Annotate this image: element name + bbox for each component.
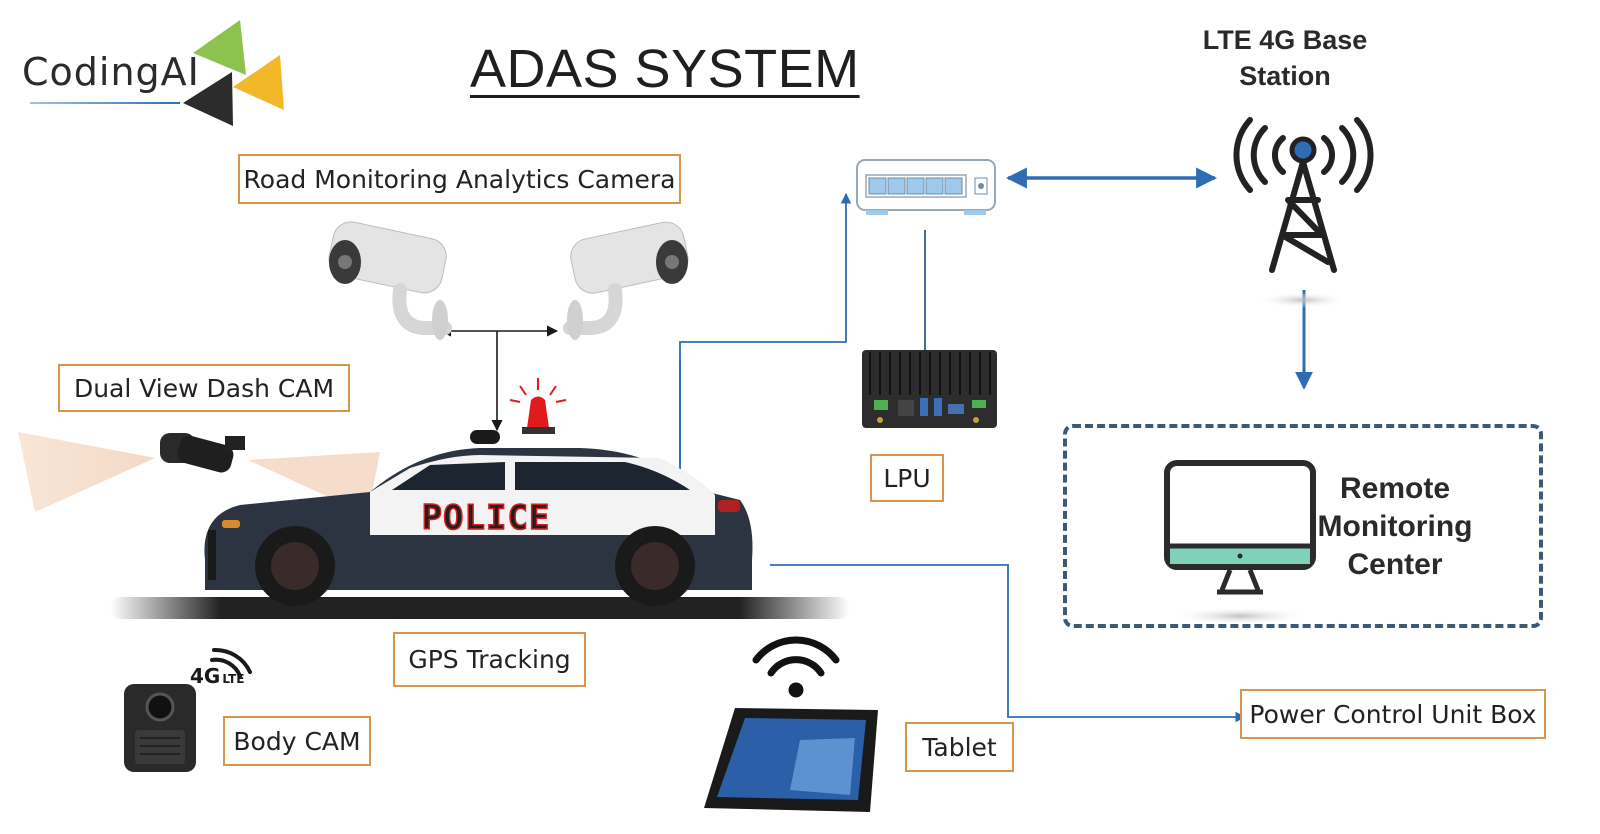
gps-tracking-label: GPS Tracking	[393, 632, 586, 687]
lte-badge-main: 4G	[190, 664, 221, 688]
dashcam-label: Dual View Dash CAM	[58, 364, 350, 412]
wifi-icon	[752, 636, 840, 698]
base-station-label-line2: Station	[1239, 61, 1331, 91]
road-camera-label: Road Monitoring Analytics Camera	[238, 154, 681, 204]
body-cam-icon	[124, 684, 196, 772]
logo-underline	[30, 102, 180, 104]
base-station-label-line1: LTE 4G Base	[1202, 25, 1368, 55]
tower-beacon	[1289, 136, 1317, 164]
rmc-line1: Remote	[1339, 472, 1451, 505]
logo-triangles-icon	[183, 20, 284, 126]
network-switch-icon	[856, 159, 996, 215]
road-camera-right-icon	[563, 221, 689, 340]
logo: CodingAI	[0, 0, 300, 135]
body-cam-label: Body CAM	[223, 716, 371, 766]
tower-shadow	[1258, 292, 1348, 308]
logo-triangle-green	[193, 20, 246, 75]
signal-4g-icon	[210, 647, 252, 678]
lpu-label: LPU	[870, 454, 944, 502]
dashcam-rear-view-cone	[18, 432, 155, 512]
police-door-text: POLICE	[421, 498, 551, 538]
rmc-line2: Monitoring	[1317, 510, 1473, 543]
logo-triangle-yellow	[233, 55, 284, 110]
siren-icon	[509, 378, 567, 434]
car-shadow	[110, 597, 850, 619]
logo-triangle-black	[183, 72, 233, 126]
road-camera-left-icon	[328, 221, 452, 340]
base-station-label: LTE 4G Base Station	[1180, 22, 1390, 94]
monitor-icon	[1164, 460, 1316, 625]
police-car-icon	[204, 430, 753, 606]
lpu-device-icon	[862, 350, 997, 428]
power-control-box-label: Power Control Unit Box	[1240, 689, 1546, 739]
lte-badge-sub: LTE	[222, 672, 245, 686]
tablet-label: Tablet	[905, 722, 1014, 772]
car-powerbox-connector	[770, 564, 1247, 723]
page-title: ADAS SYSTEM	[470, 39, 860, 99]
remote-monitoring-center-label: Remote Monitoring Center	[1300, 470, 1490, 584]
tablet-icon	[704, 708, 878, 812]
logo-text: CodingAI	[22, 50, 200, 94]
remote-monitoring-center-box	[1063, 424, 1543, 628]
cell-tower-icon	[1233, 117, 1374, 273]
dashcam-icon	[160, 433, 245, 473]
rmc-line3: Center	[1347, 548, 1443, 581]
car-switch-connector	[674, 192, 852, 499]
